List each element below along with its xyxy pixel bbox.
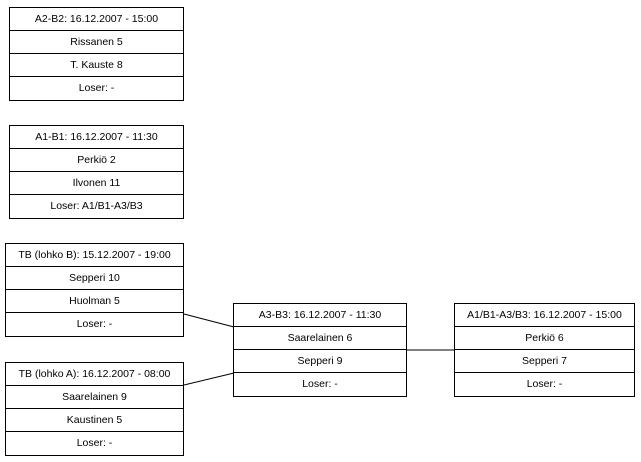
player-row: Sepperi 10 <box>6 267 183 290</box>
loser-row: Loser: - <box>78 82 115 94</box>
match-header: A1/B1-A3/B3: 16.12.2007 - 15:00 <box>455 304 634 327</box>
match-a2-b2: A2-B2: 16.12.2007 - 15:00 Rissanen 5 T. … <box>9 7 184 101</box>
player-row: Ilvonen 11 <box>10 172 183 195</box>
match-header: TB (lohko B): 15.12.2007 - 19:00 <box>6 244 183 267</box>
player-row: Saarelainen 9 <box>6 386 183 409</box>
loser-row: Loser: - <box>76 318 113 330</box>
match-tb-lohko-b: TB (lohko B): 15.12.2007 - 19:00 Sepperi… <box>5 243 184 337</box>
loser-row: Loser: - <box>526 378 563 390</box>
player-row: Perkiö 2 <box>10 149 183 172</box>
player-row: Sepperi 7 <box>455 350 634 373</box>
match-header: TB (lohko A): 16.12.2007 - 08:00 <box>6 363 183 386</box>
loser-row: Loser: - <box>76 437 113 449</box>
player-row: Saarelainen 6 <box>234 327 406 350</box>
match-a1-b1: A1-B1: 16.12.2007 - 11:30 Perkiö 2 Ilvon… <box>9 125 184 219</box>
player-row: T. Kauste 8 <box>10 54 183 77</box>
match-header: A1-B1: 16.12.2007 - 11:30 <box>10 126 183 149</box>
match-header: A3-B3: 16.12.2007 - 11:30 <box>234 304 406 327</box>
player-row: Rissanen 5 <box>10 31 183 54</box>
player-row: Perkiö 6 <box>455 327 634 350</box>
loser-row: Loser: A1/B1-A3/B3 <box>50 200 143 212</box>
match-final: A1/B1-A3/B3: 16.12.2007 - 15:00 Perkiö 6… <box>454 303 635 397</box>
player-row: Huolman 5 <box>6 290 183 313</box>
match-tb-lohko-a: TB (lohko A): 16.12.2007 - 08:00 Saarela… <box>5 362 184 456</box>
loser-row: Loser: - <box>302 378 338 390</box>
match-a3-b3: A3-B3: 16.12.2007 - 11:30 Saarelainen 6 … <box>233 303 407 397</box>
match-header: A2-B2: 16.12.2007 - 15:00 <box>10 8 183 31</box>
player-row: Kaustinen 5 <box>6 409 183 432</box>
connector-tb-a-to-a3b3 <box>183 372 235 386</box>
connector-tb-b-to-a3b3 <box>183 313 235 328</box>
player-row: Sepperi 9 <box>234 350 406 373</box>
